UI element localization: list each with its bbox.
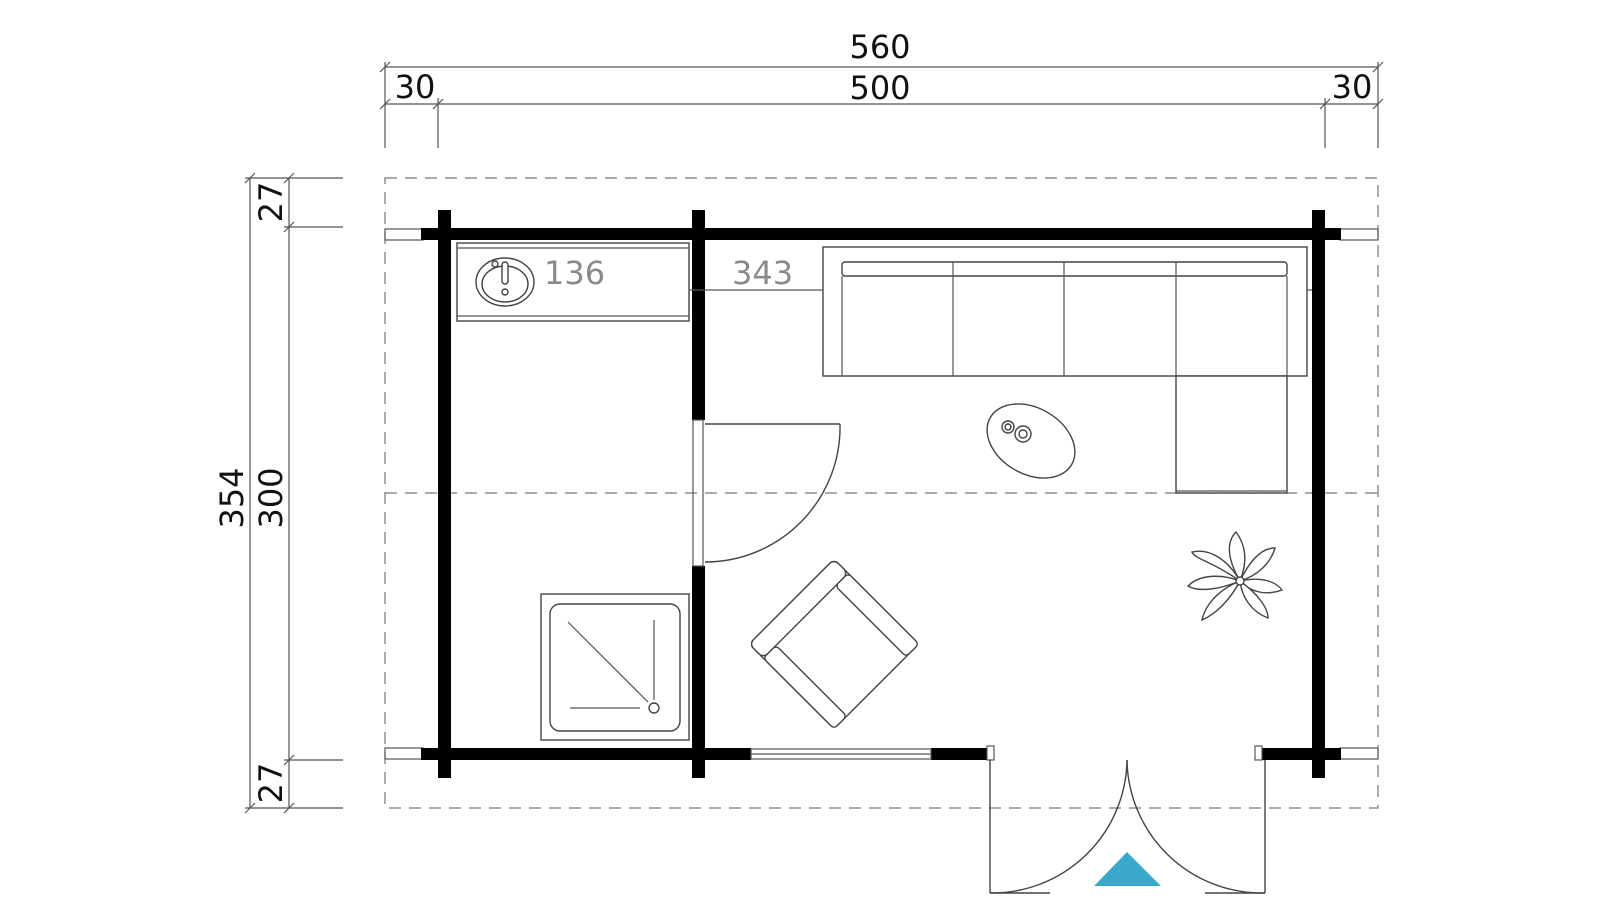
sofa xyxy=(822,246,1308,494)
dim-overall-depth: 354 xyxy=(213,467,251,528)
coffee-table xyxy=(986,403,1076,479)
sink-icon xyxy=(475,257,535,307)
dim-inner-depth: 300 xyxy=(252,467,290,528)
armchair xyxy=(750,560,918,728)
walls xyxy=(384,210,1379,778)
dim-bottom-overhang: 27 xyxy=(252,763,290,804)
plant-icon xyxy=(1186,530,1284,622)
dim-right-overhang: 30 xyxy=(1332,68,1373,106)
interior-door xyxy=(704,423,841,563)
shower-icon xyxy=(540,593,690,741)
dimension-lines xyxy=(244,61,1384,814)
entrance-arrow-icon xyxy=(1094,852,1161,886)
dim-inner-width: 500 xyxy=(849,69,910,107)
dim-top-overhang: 27 xyxy=(252,182,290,223)
room-width-main: 343 xyxy=(732,254,793,292)
entrance-door xyxy=(989,759,1266,894)
dim-left-overhang: 30 xyxy=(395,68,436,106)
dim-overall-width: 560 xyxy=(849,28,910,66)
room-width-small: 136 xyxy=(544,254,605,292)
